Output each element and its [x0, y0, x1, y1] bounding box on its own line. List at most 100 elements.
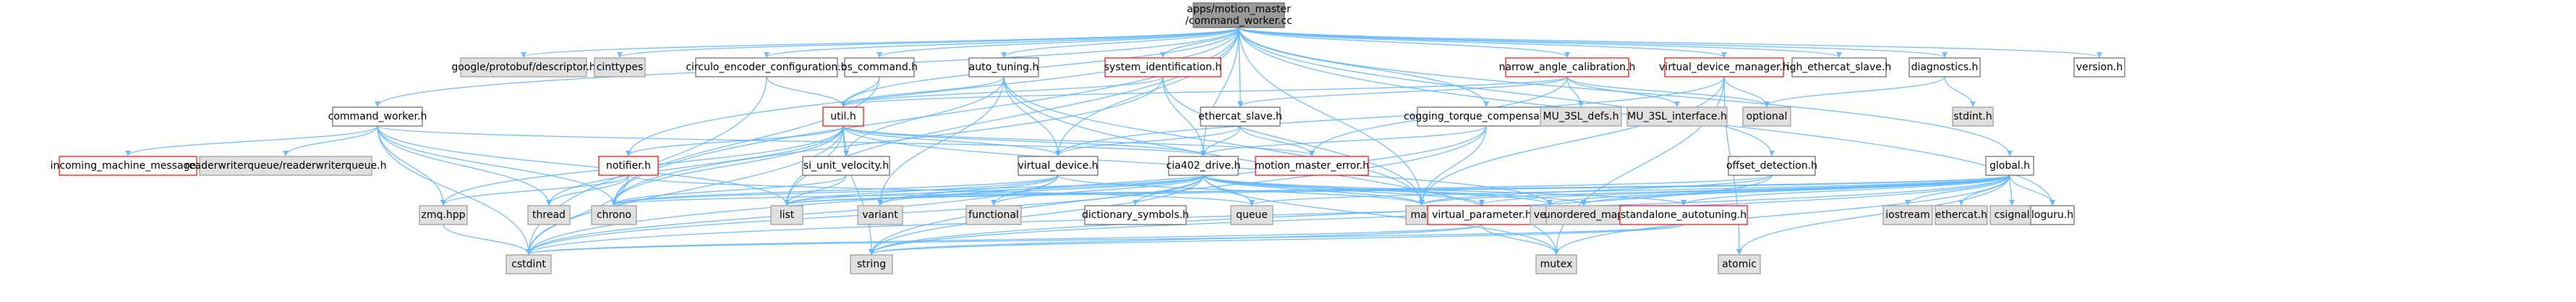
edge-virtual_device-to-map	[1057, 175, 1425, 206]
node-label: auto_tuning.h	[969, 62, 1039, 73]
node-ethercat-slave[interactable]: ethercat_slave.h	[1198, 106, 1282, 127]
node-list[interactable]: list	[770, 205, 803, 225]
edge-notifier-to-cstdint	[526, 175, 629, 255]
edge-system_identification-to-map	[1162, 76, 1425, 206]
edge-global-to-chrono	[611, 175, 2010, 206]
node-label: standalone_autotuning.h	[1621, 209, 1747, 221]
edge-root-to-igh_ethercat_slave	[1238, 27, 1842, 58]
node-box	[460, 57, 587, 77]
edge-global-to-unordered_map	[1581, 175, 2010, 206]
node-global[interactable]: global.h	[1985, 156, 2034, 176]
node-notifier[interactable]: notifier.h	[598, 156, 659, 176]
edge-global-to-virtual_parameter	[1479, 175, 2010, 206]
node-label: notifier.h	[606, 160, 651, 172]
node-optional[interactable]: optional	[1742, 106, 1791, 127]
node-box	[1626, 106, 1728, 127]
node-cia402-drive[interactable]: cia402_drive.h	[1167, 156, 1241, 176]
node-box	[1989, 205, 2034, 225]
node-google-protobuf[interactable]: google/protobuf/descriptor.h	[451, 57, 596, 77]
node-virtual-parameter[interactable]: virtual_parameter.h	[1427, 205, 1537, 225]
node-label: global.h	[1989, 160, 2030, 172]
node-functional[interactable]: functional	[965, 205, 1022, 225]
node-label: cia402_drive.h	[1167, 160, 1241, 172]
node-label: ethercat.h	[1935, 209, 1987, 221]
edge-notifier-to-queue	[628, 175, 1255, 206]
node-label: igh_ethercat_slave.h	[1787, 62, 1891, 73]
edge-system_identification-to-cia402_drive	[1162, 76, 1206, 156]
node-mu-3sl-interface[interactable]: MU_3SL_interface.h	[1626, 106, 1728, 127]
node-os-command[interactable]: os_command.h	[841, 57, 918, 77]
node-zmq[interactable]: zmq.hpp	[419, 205, 468, 225]
edge-cia402_drive-to-functional	[991, 175, 1204, 206]
node-diagnostics[interactable]: diagnostics.h	[1908, 57, 1981, 77]
node-incoming[interactable]: incoming_machine_message.h	[51, 156, 206, 176]
node-csignal[interactable]: csignal	[1989, 205, 2034, 225]
node-narrow-angle[interactable]: narrow_angle_calibration.h	[1499, 57, 1636, 77]
node-label: variant	[862, 209, 898, 221]
node-si-unit-velocity[interactable]: si_unit_velocity.h	[802, 156, 890, 176]
edge-narrow_angle-to-mu_3sl_defs	[1566, 76, 1584, 107]
edge-standalone_autotuning-to-string	[869, 224, 1684, 255]
node-virtual-device-manager[interactable]: virtual_device_manager.h	[1659, 57, 1789, 77]
edge-root-to-notifier	[626, 27, 1240, 156]
node-motion-master-error[interactable]: motion_master_error.h	[1255, 156, 1369, 176]
node-label: apps/motion_master	[1187, 4, 1291, 15]
node-cinttypes[interactable]: cinttypes	[594, 57, 646, 77]
node-circulo[interactable]: circulo_encoder_configuration.h	[686, 57, 848, 77]
node-util[interactable]: util.h	[822, 106, 864, 127]
node-unordered-map[interactable]: unordered_map	[1544, 205, 1624, 225]
edge-cia402_drive-to-string	[869, 175, 1204, 255]
node-stdint[interactable]: stdint.h	[1952, 106, 1994, 127]
node-atomic[interactable]: atomic	[1718, 254, 1761, 274]
edge-cogging-to-string	[869, 125, 1487, 255]
node-readerwriterqueue[interactable]: readerwriterqueue/readerwriterqueue.h	[185, 156, 387, 176]
node-loguru[interactable]: loguru.h	[2030, 205, 2075, 225]
node-box	[1505, 57, 1629, 77]
edge-narrow_angle-to-mu_3sl_interface	[1566, 76, 1680, 107]
node-version[interactable]: version.h	[2073, 57, 2125, 77]
node-root[interactable]: apps/motion_master/command_worker.cc	[1185, 2, 1292, 28]
node-chrono[interactable]: chrono	[591, 205, 637, 225]
node-box	[419, 205, 468, 225]
node-label: thread	[532, 209, 566, 221]
node-command-worker-h[interactable]: command_worker.h	[328, 106, 427, 127]
edge-narrow_angle-to-ethercat_slave	[1237, 76, 1568, 107]
edge-cia402_drive-to-chrono	[611, 175, 1204, 206]
edge-command_worker_h-to-readerwriterqueue	[283, 125, 378, 156]
node-virtual-device[interactable]: virtual_device.h	[1018, 156, 1099, 176]
edge-root-to-auto_tuning	[1001, 27, 1240, 58]
node-box	[1985, 156, 2034, 176]
node-dictionary-symbols[interactable]: dictionary_symbols.h	[1082, 205, 1189, 225]
node-variant[interactable]: variant	[857, 205, 903, 225]
node-label: cinttypes	[597, 62, 644, 73]
node-ethercat-h[interactable]: ethercat.h	[1935, 205, 1988, 225]
node-label: csignal	[1994, 209, 2029, 221]
edge-virtual_device_manager-to-virtual_device	[1055, 76, 1725, 156]
node-iostream[interactable]: iostream	[1882, 205, 1933, 225]
node-thread[interactable]: thread	[527, 205, 571, 225]
node-string[interactable]: string	[850, 254, 893, 274]
node-cstdint[interactable]: cstdint	[506, 254, 552, 274]
node-label: motion_master_error.h	[1255, 160, 1369, 172]
node-label: dictionary_symbols.h	[1082, 209, 1189, 221]
edge-auto_tuning-to-virtual_device	[1003, 76, 1061, 156]
node-auto-tuning[interactable]: auto_tuning.h	[968, 57, 1039, 77]
node-label: /command_worker.cc	[1185, 15, 1292, 27]
node-igh-ethercat-slave[interactable]: igh_ethercat_slave.h	[1787, 57, 1891, 77]
edge-global-to-atomic	[1736, 175, 2010, 255]
node-mutex[interactable]: mutex	[1535, 254, 1577, 274]
node-label: loguru.h	[2031, 209, 2073, 221]
edge-command_worker_h-to-zmq	[377, 125, 446, 206]
node-label: os_command.h	[841, 62, 918, 73]
node-box	[968, 57, 1039, 77]
node-system-identification[interactable]: system_identification.h	[1104, 57, 1222, 77]
node-box	[1168, 156, 1239, 176]
node-queue[interactable]: queue	[1230, 205, 1274, 225]
node-box	[1619, 205, 1748, 225]
edge-diagnostics-to-optional	[1764, 76, 1945, 107]
node-label: iostream	[1885, 209, 1930, 221]
node-standalone-autotuning[interactable]: standalone_autotuning.h	[1619, 205, 1748, 225]
node-mu-3sl-defs[interactable]: MU_3SL_defs.h	[1540, 106, 1622, 127]
edge-narrow_angle-to-util	[840, 76, 1568, 107]
node-offset-detection[interactable]: offset_detection.h	[1726, 156, 1817, 176]
